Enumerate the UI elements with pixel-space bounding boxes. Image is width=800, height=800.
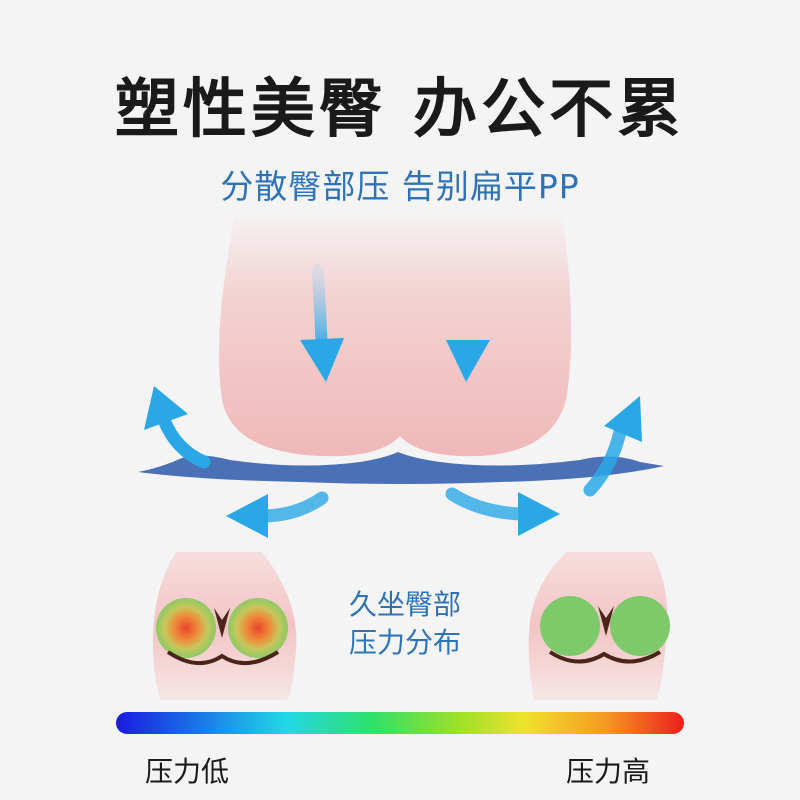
subheadline: 分散臀部压 告别扁平PP: [220, 167, 580, 206]
low-pressure-label: 压力低: [145, 755, 230, 788]
pressure-arrow-up-right: [583, 396, 642, 497]
headline: 塑性美臀 办公不累: [114, 73, 686, 147]
pressure-arrow-up-left: [144, 386, 211, 469]
pressure-arrow-down-left: [300, 264, 344, 382]
pressure-distribution-label: 久坐臀部 压力分布: [330, 586, 480, 662]
high-pressure-label: 压力高: [566, 755, 651, 788]
seat-cushion: [138, 452, 664, 484]
pressure-color-scale: [116, 712, 684, 734]
label-line-2: 压力分布: [348, 626, 461, 659]
green-spot-right: [610, 596, 670, 656]
pressure-arrow-down-right: [446, 264, 490, 382]
buttocks-figure: [219, 210, 572, 457]
buttocks-high-pressure: [152, 552, 297, 700]
green-spot-left: [540, 596, 600, 656]
heat-spot-left: [156, 598, 216, 658]
heat-spot-right: [228, 598, 288, 658]
pressure-arrow-out-right: [445, 487, 560, 536]
buttocks-low-pressure: [528, 552, 670, 700]
pressure-arrow-out-left: [226, 491, 329, 538]
label-line-1: 久坐臀部: [348, 588, 461, 621]
